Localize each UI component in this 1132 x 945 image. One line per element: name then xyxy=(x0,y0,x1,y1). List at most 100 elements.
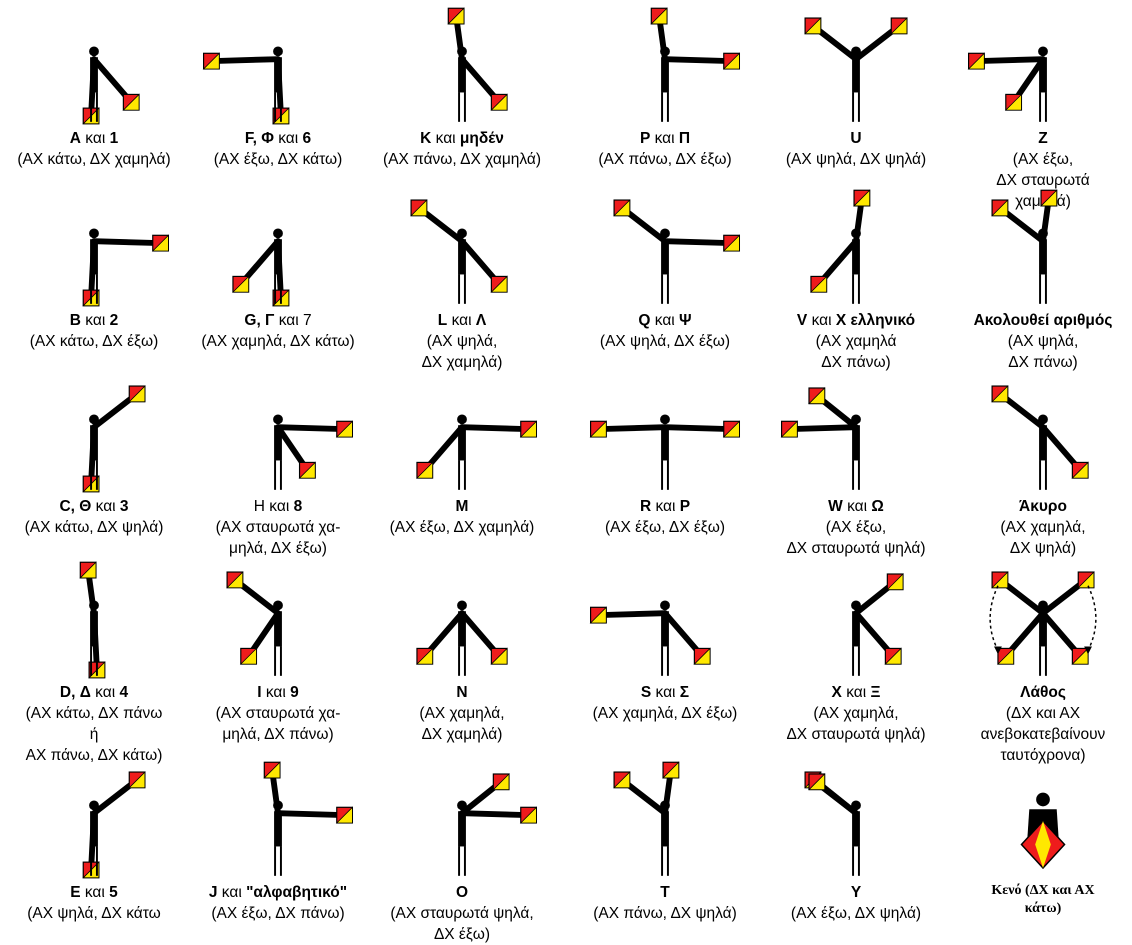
semaphore-figure xyxy=(589,414,741,490)
figure-torso xyxy=(458,425,466,461)
figure-head xyxy=(660,46,670,57)
figure-torso xyxy=(852,239,860,275)
right-arm xyxy=(275,424,348,433)
left-flag xyxy=(886,573,904,591)
signal-label: C, Θ και 3 xyxy=(59,498,129,515)
left-flag xyxy=(232,275,250,293)
left-flag xyxy=(410,199,428,217)
figure-head xyxy=(457,800,467,811)
signal-description: (ΑΧ χαμηλά, ΔΧ έξω) xyxy=(592,705,738,722)
signal-label: Λάθος xyxy=(1020,684,1066,701)
right-flag xyxy=(490,275,508,293)
figure-torso xyxy=(90,611,98,647)
signal-description: (ΑΧ χαμηλά, xyxy=(1000,519,1086,536)
right-flag xyxy=(808,387,826,405)
signal-description: (ΑΧ σταυρωτά χα- xyxy=(215,705,341,722)
signal-description: ΔΧ σταυρωτά ψηλά) xyxy=(786,726,926,743)
signal-label: K και μηδέν xyxy=(420,130,504,147)
semaphore-figure xyxy=(810,189,871,304)
signal-caption: F, Φ και 6(ΑΧ έξω, ΔΧ κάτω) xyxy=(184,128,372,170)
semaphore-figure xyxy=(232,228,290,307)
signal-label: X και Ξ xyxy=(831,684,881,701)
signal-label: E και 5 xyxy=(70,884,118,901)
signal-caption: Άκυρο(ΑΧ χαμηλά,ΔΧ ψηλά) xyxy=(949,496,1132,559)
figure-torso xyxy=(458,611,466,647)
signal-n: N(ΑΧ χαμηλά,ΔΧ χαμηλά) xyxy=(368,560,556,745)
signal-label: L και Λ xyxy=(437,312,487,329)
right-flag xyxy=(1071,647,1089,665)
semaphore-figure xyxy=(263,761,354,876)
signal-description: (ΑΧ κάτω, ΔΧ χαμηλά) xyxy=(17,151,171,168)
left-flag xyxy=(997,647,1015,665)
signal-description: μηλά, ΔΧ έξω) xyxy=(229,540,327,557)
signal-y: Y(ΑΧ έξω, ΔΧ ψηλά) xyxy=(762,760,950,924)
semaphore-figure xyxy=(82,46,140,125)
signal-description: (ΑΧ χαμηλά, xyxy=(419,705,505,722)
right-arm xyxy=(459,810,532,819)
signal-caption: G, Γ και 7(ΑΧ χαμηλά, ΔΧ κάτω) xyxy=(184,310,372,352)
signal-caption: I και 9(ΑΧ σταυρωτά χα-μηλά, ΔΧ πάνω) xyxy=(184,682,372,745)
semaphore-figure xyxy=(79,561,106,679)
signal-caption: C, Θ και 3(ΑΧ κάτω, ΔΧ ψηλά) xyxy=(0,496,188,538)
left-flag xyxy=(589,606,607,624)
right-flag xyxy=(1077,571,1095,589)
semaphore-figure xyxy=(82,385,146,493)
semaphore-figure xyxy=(226,571,283,676)
semaphore-figure xyxy=(613,199,741,304)
semaphore-figure xyxy=(991,189,1058,304)
left-flag xyxy=(263,761,281,779)
semaphore-figure xyxy=(82,228,170,307)
signal-description: (ΑΧ έξω, ΔΧ πάνω) xyxy=(211,905,345,922)
semaphore-figure xyxy=(273,414,354,490)
signal-label: B και 2 xyxy=(69,312,119,329)
signal-label: Άκυρο xyxy=(1019,498,1067,515)
signal-label: I και 9 xyxy=(257,684,299,701)
semaphore-figure xyxy=(967,46,1048,122)
figure-torso xyxy=(852,811,860,847)
signal-caption: T(ΑΧ πάνω, ΔΧ ψηλά) xyxy=(571,882,759,924)
right-flag xyxy=(662,761,680,779)
left-flag xyxy=(416,647,434,665)
signal-o: O(ΑΧ σταυρωτά ψηλά,ΔΧ έξω) xyxy=(368,760,556,945)
figure-torso xyxy=(274,239,282,275)
figure-torso xyxy=(661,611,669,647)
left-flag xyxy=(447,7,465,25)
semaphore-figure xyxy=(1020,792,1066,870)
left-flag xyxy=(967,52,985,70)
right-flag xyxy=(239,647,258,665)
signal-description: (ΑΧ ψηλά, ΔΧ κάτω xyxy=(27,905,161,922)
signal-label: J και "αλφαβητικό" xyxy=(208,884,348,901)
semaphore-figure xyxy=(851,573,904,676)
signal-w: W και Ω(ΑΧ έξω,ΔΧ σταυρωτά ψηλά) xyxy=(762,374,950,559)
right-arm xyxy=(459,424,532,433)
motion-arrows xyxy=(989,585,1097,651)
left-flag xyxy=(650,7,668,25)
right-flag xyxy=(128,771,146,789)
semaphore-figure xyxy=(804,17,908,122)
signal-cancel: Άκυρο(ΑΧ χαμηλά,ΔΧ ψηλά) xyxy=(949,374,1132,559)
figure-head xyxy=(660,800,670,811)
figure-torso xyxy=(90,425,98,461)
signal-description: ΔΧ χαμηλά) xyxy=(421,354,503,371)
right-flag xyxy=(519,420,538,438)
signal-caption: A και 1(ΑΧ κάτω, ΔΧ χαμηλά) xyxy=(0,128,188,170)
right-flag xyxy=(335,420,354,438)
figure-torso xyxy=(852,425,860,461)
signal-description: ΔΧ σταυρωτά xyxy=(996,172,1090,189)
figure-torso xyxy=(274,811,282,847)
signal-caption: S και Σ(ΑΧ χαμηλά, ΔΧ έξω) xyxy=(571,682,759,724)
semaphore-figure xyxy=(416,600,508,676)
left-arm xyxy=(595,424,668,433)
figure-head xyxy=(273,46,283,57)
right-flag xyxy=(519,806,538,824)
left-arm xyxy=(786,424,859,433)
signal-description: (ΑΧ έξω, xyxy=(825,519,887,536)
figure-head xyxy=(1038,414,1048,425)
signal-caption: X και Ξ(ΑΧ χαμηλά,ΔΧ σταυρωτά ψηλά) xyxy=(762,682,950,745)
signal-caption: R και Ρ(ΑΧ έξω, ΔΧ έξω) xyxy=(571,496,759,538)
figure-torso xyxy=(274,57,282,93)
signal-j: J και "αλφαβητικό" (ΑΧ έξω, ΔΧ πάνω) xyxy=(184,760,372,924)
